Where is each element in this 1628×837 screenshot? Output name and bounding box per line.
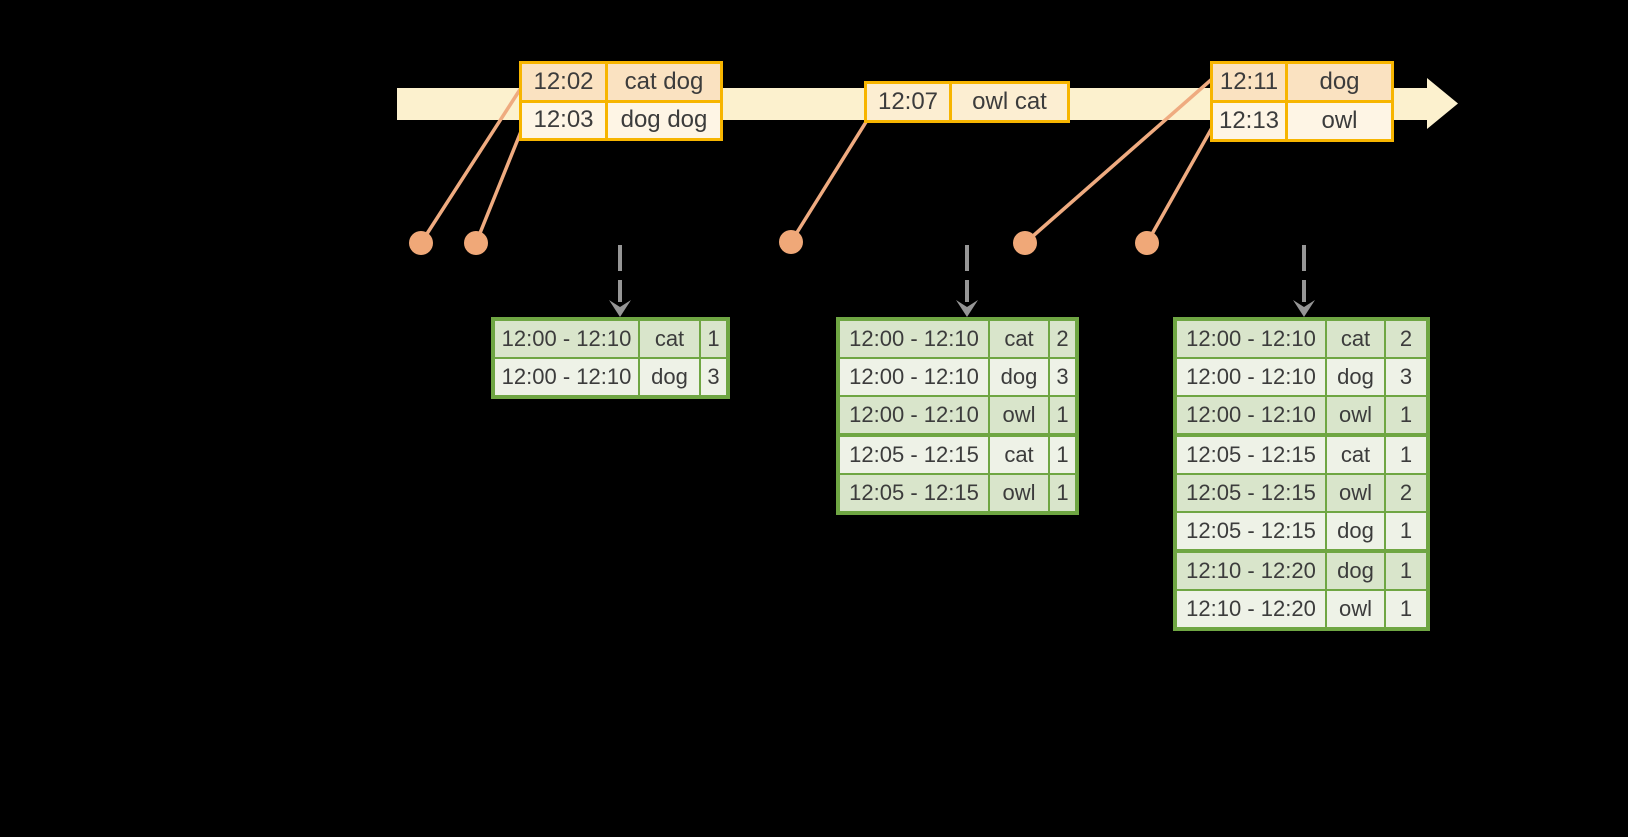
window-cell: 12:00 - 12:10 [495,359,638,395]
event-time-cell: 12:13 [1213,103,1285,139]
table-row: 12:05 - 12:15 owl 2 [1177,475,1426,511]
window-cell: 12:05 - 12:15 [1177,475,1325,511]
event-marker-dot [1013,231,1037,255]
table-row: 12:00 - 12:10 dog 3 [495,359,726,395]
event-connector-line [419,87,523,244]
table-row: 12:00 - 12:10 dog 3 [1177,359,1426,395]
word-cell: cat [990,437,1048,473]
count-cell: 2 [1386,475,1426,511]
window-group: 12:05 - 12:15 cat 1 12:05 - 12:15 owl 1 [840,437,1075,511]
trigger-arrow [609,245,631,317]
result-table-1: 12:00 - 12:10 cat 1 12:00 - 12:10 dog 3 [491,317,730,399]
window-group: 12:10 - 12:20 dog 1 12:10 - 12:20 owl 1 [1177,553,1426,627]
window-group: 12:00 - 12:10 cat 2 12:00 - 12:10 dog 3 … [840,321,1075,433]
trigger-arrowhead-icon [609,300,631,317]
table-row: 12:00 - 12:10 cat 2 [1177,321,1426,357]
table-row: 12:00 - 12:10 cat 1 [495,321,726,357]
window-group: 12:00 - 12:10 cat 1 12:00 - 12:10 dog 3 [495,321,726,395]
count-cell: 1 [1050,475,1075,511]
event-time-cell: 12:03 [522,102,605,138]
event-words-cell: dog dog [608,102,720,138]
count-cell: 1 [1386,397,1426,433]
event-connector-line [1023,77,1214,245]
count-cell: 1 [1386,591,1426,627]
window-cell: 12:00 - 12:10 [495,321,638,357]
count-cell: 2 [1050,321,1075,357]
window-cell: 12:00 - 12:10 [840,321,988,357]
count-cell: 1 [1386,437,1426,473]
table-row: 12:05 - 12:15 cat 1 [840,437,1075,473]
word-cell: cat [1327,437,1384,473]
table-row: 12:00 - 12:10 owl 1 [1177,397,1426,433]
event-words-cell: cat dog [608,64,720,100]
event-words-cell: owl [1288,103,1391,139]
table-row: 12:10 - 12:20 owl 1 [1177,591,1426,627]
trigger-arrowhead-icon [1293,300,1315,317]
window-cell: 12:05 - 12:15 [1177,437,1325,473]
event-connector-line [474,123,526,244]
window-cell: 12:00 - 12:10 [1177,359,1325,395]
table-row: 12:05 - 12:15 owl 1 [840,475,1075,511]
count-cell: 1 [1386,553,1426,589]
word-cell: dog [990,359,1048,395]
window-cell: 12:05 - 12:15 [840,475,988,511]
trigger-arrowhead-icon [956,300,978,317]
event-marker-dot [1135,231,1159,255]
word-cell: dog [1327,553,1384,589]
trigger-arrow [956,245,978,317]
window-cell: 12:05 - 12:15 [1177,513,1325,549]
word-cell: cat [1327,321,1384,357]
table-row: 12:00 - 12:10 cat 2 [840,321,1075,357]
event-connector-line [789,121,868,243]
window-cell: 12:00 - 12:10 [1177,321,1325,357]
window-cell: 12:10 - 12:20 [1177,553,1325,589]
event-marker-dot [464,231,488,255]
count-cell: 3 [1386,359,1426,395]
word-cell: cat [640,321,699,357]
count-cell: 1 [1386,513,1426,549]
window-group: 12:00 - 12:10 cat 2 12:00 - 12:10 dog 3 … [1177,321,1426,433]
event-time-cell: 12:11 [1213,64,1285,100]
window-group: 12:05 - 12:15 cat 1 12:05 - 12:15 owl 2 … [1177,437,1426,549]
event-box-2: 12:07 owl cat [864,81,1070,123]
window-cell: 12:05 - 12:15 [840,437,988,473]
table-row: 12:05 - 12:15 cat 1 [1177,437,1426,473]
word-cell: owl [1327,397,1384,433]
word-cell: dog [640,359,699,395]
word-cell: cat [990,321,1048,357]
count-cell: 1 [1050,397,1075,433]
timeline-arrowhead-icon [1427,78,1458,129]
event-box-1: 12:02 cat dog 12:03 dog dog [519,61,723,141]
event-time-cell: 12:07 [867,84,949,120]
table-row: 12:00 - 12:10 owl 1 [840,397,1075,433]
word-cell: owl [990,397,1048,433]
table-row: 12:00 - 12:10 dog 3 [840,359,1075,395]
word-cell: dog [1327,359,1384,395]
trigger-arrow [1293,245,1315,317]
word-cell: owl [1327,475,1384,511]
event-words-cell: dog [1288,64,1391,100]
event-time-cell: 12:02 [522,64,605,100]
count-cell: 1 [701,321,726,357]
word-cell: owl [1327,591,1384,627]
result-table-3: 12:00 - 12:10 cat 2 12:00 - 12:10 dog 3 … [1173,317,1430,631]
result-table-2: 12:00 - 12:10 cat 2 12:00 - 12:10 dog 3 … [836,317,1079,515]
window-cell: 12:00 - 12:10 [1177,397,1325,433]
count-cell: 2 [1386,321,1426,357]
window-cell: 12:00 - 12:10 [840,359,988,395]
table-row: 12:10 - 12:20 dog 1 [1177,553,1426,589]
event-box-3: 12:11 dog 12:13 owl [1210,61,1394,142]
event-connector-line [1145,125,1215,244]
count-cell: 3 [1050,359,1075,395]
count-cell: 1 [1050,437,1075,473]
event-marker-dot [779,230,803,254]
word-cell: owl [990,475,1048,511]
event-words-cell: owl cat [952,84,1067,120]
window-cell: 12:10 - 12:20 [1177,591,1325,627]
window-cell: 12:00 - 12:10 [840,397,988,433]
count-cell: 3 [701,359,726,395]
event-marker-dot [409,231,433,255]
word-cell: dog [1327,513,1384,549]
table-row: 12:05 - 12:15 dog 1 [1177,513,1426,549]
